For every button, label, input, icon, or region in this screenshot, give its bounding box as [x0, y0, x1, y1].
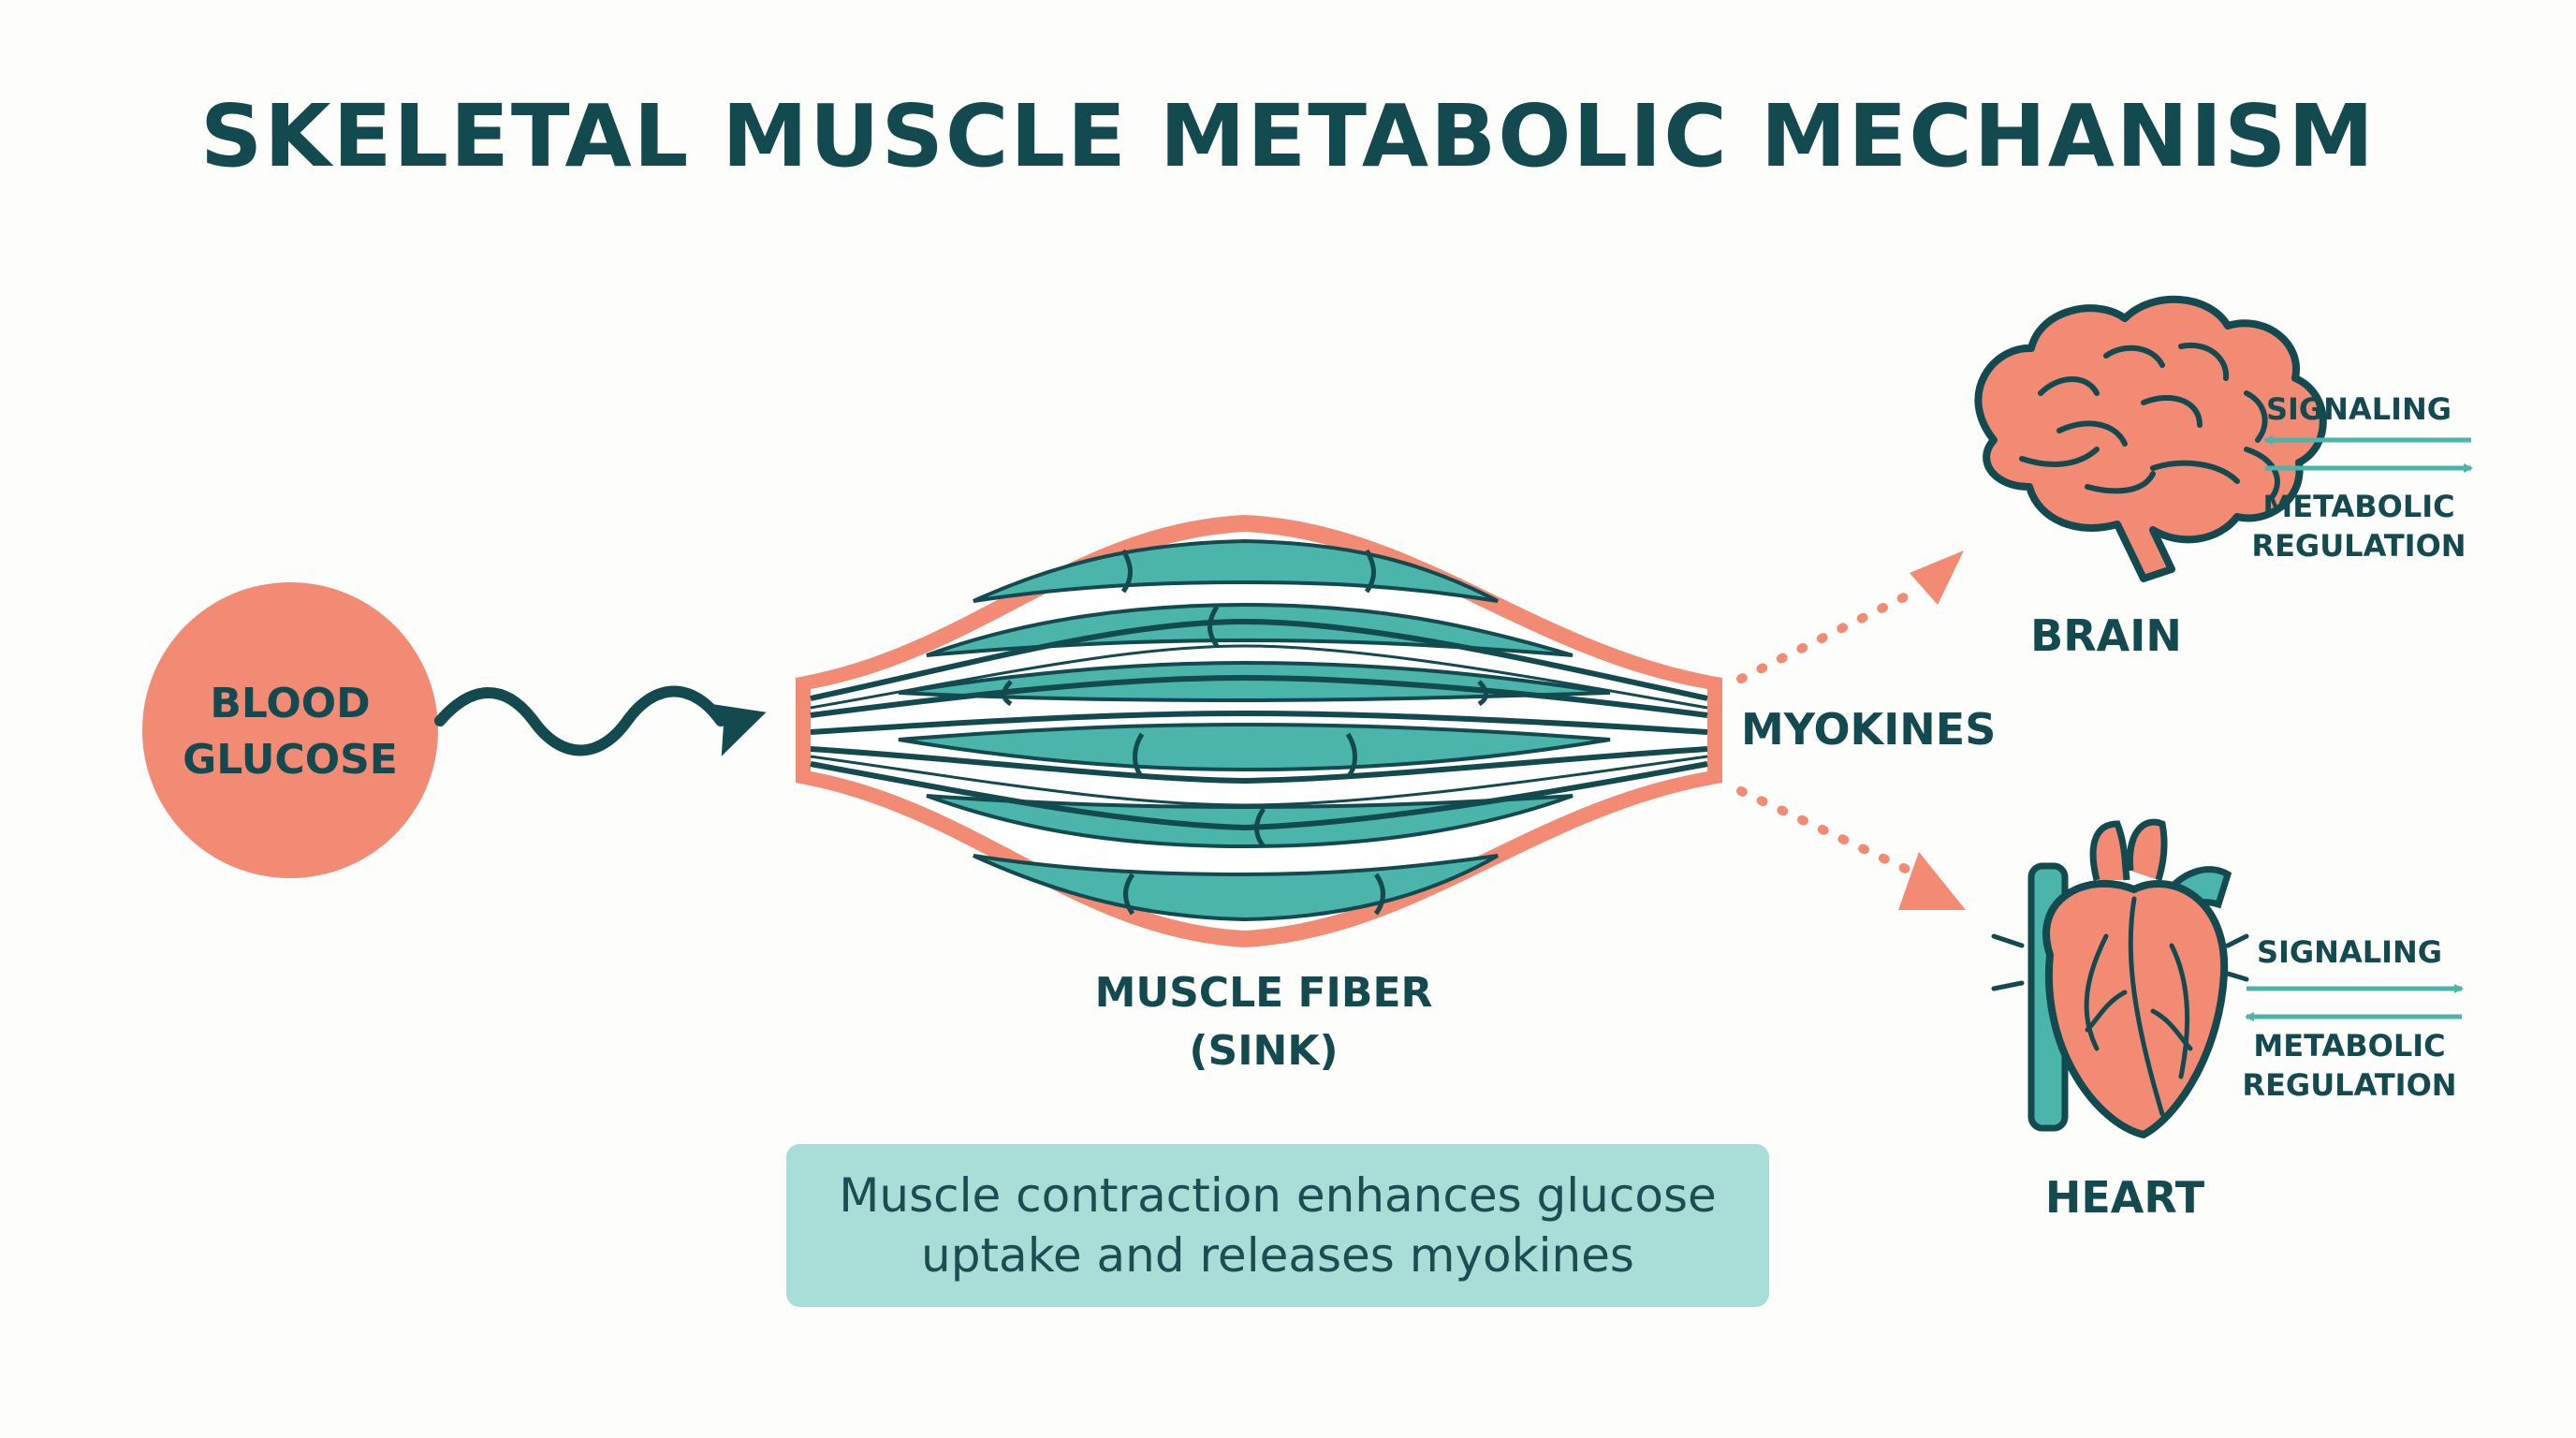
myokine-arrow-to-brain: [1736, 550, 1964, 683]
blood-glucose-label: BLOOD GLUCOSE: [183, 680, 398, 784]
brain-signaling-label: SIGNALING: [2265, 391, 2452, 427]
heart-signaling-arrows: [2245, 984, 2464, 1021]
diagram-title: SKELETAL MUSCLE METABOLIC MECHANISM: [200, 86, 2376, 186]
caption-box: Muscle contraction enhances glucose upta…: [786, 1144, 1769, 1307]
muscle-fiber: [796, 515, 1722, 947]
brain-signaling-arrows: [2263, 435, 2473, 473]
muscle-fiber-label: MUSCLE FIBER (SINK): [1094, 969, 1433, 1075]
glucose-to-muscle-arrow: [434, 685, 767, 756]
blood-glucose-circle: [142, 582, 438, 878]
brain-illustration: [1974, 295, 2327, 582]
myokine-arrow-to-heart: [1736, 786, 1966, 910]
myokines-label: MYOKINES: [1741, 704, 1997, 755]
heart-metabolic-regulation-label: METABOLIC REGULATION: [2242, 1028, 2457, 1103]
heart-signaling-label: SIGNALING: [2256, 934, 2443, 970]
heart-label: HEART: [2044, 1172, 2205, 1223]
brain-label: BRAIN: [2030, 610, 2182, 661]
heart-illustration: [1991, 818, 2249, 1138]
brain-metabolic-regulation-label: METABOLIC REGULATION: [2251, 489, 2466, 564]
caption-text: Muscle contraction enhances glucose upta…: [839, 1168, 1717, 1283]
